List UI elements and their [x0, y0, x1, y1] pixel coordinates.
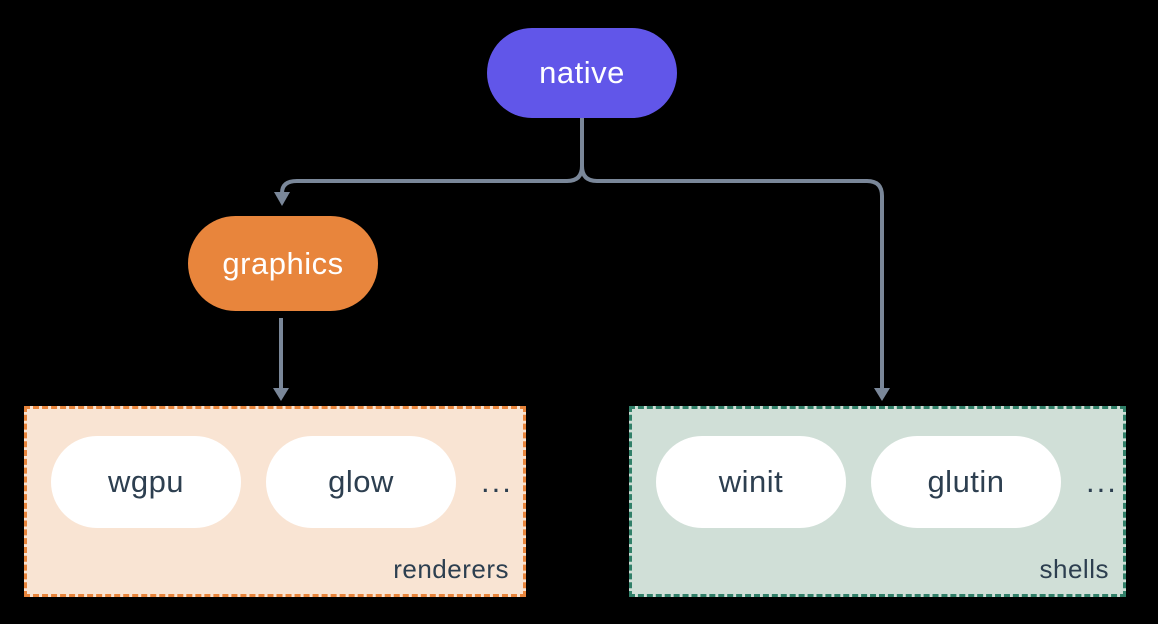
edge-native-to-graphics	[280, 118, 584, 194]
node-native-label: native	[539, 55, 625, 90]
node-wgpu: wgpu	[51, 436, 241, 528]
group-renderers: wgpu glow ... renderers	[24, 406, 526, 597]
renderers-ellipsis: ...	[481, 464, 513, 499]
shells-ellipsis: ...	[1086, 464, 1118, 499]
node-graphics-label: graphics	[222, 245, 344, 281]
node-winit: winit	[656, 436, 846, 528]
edge-native-to-shells	[580, 118, 884, 388]
renderers-group-label: renderers	[393, 554, 509, 584]
node-glow-label: glow	[328, 464, 394, 499]
node-graphics: graphics	[188, 216, 378, 311]
node-glutin: glutin	[871, 436, 1061, 528]
node-glow: glow	[266, 436, 456, 528]
arrowhead-shells-icon	[874, 388, 890, 401]
group-shells: winit glutin ... shells	[629, 406, 1126, 597]
node-wgpu-label: wgpu	[107, 464, 185, 499]
shells-group-label: shells	[1039, 554, 1109, 584]
node-native: native	[487, 28, 677, 118]
arrowhead-graphics-icon	[274, 192, 290, 206]
arrowhead-renderers-icon	[273, 388, 289, 401]
node-glutin-label: glutin	[927, 464, 1005, 499]
node-winit-label: winit	[718, 464, 784, 499]
